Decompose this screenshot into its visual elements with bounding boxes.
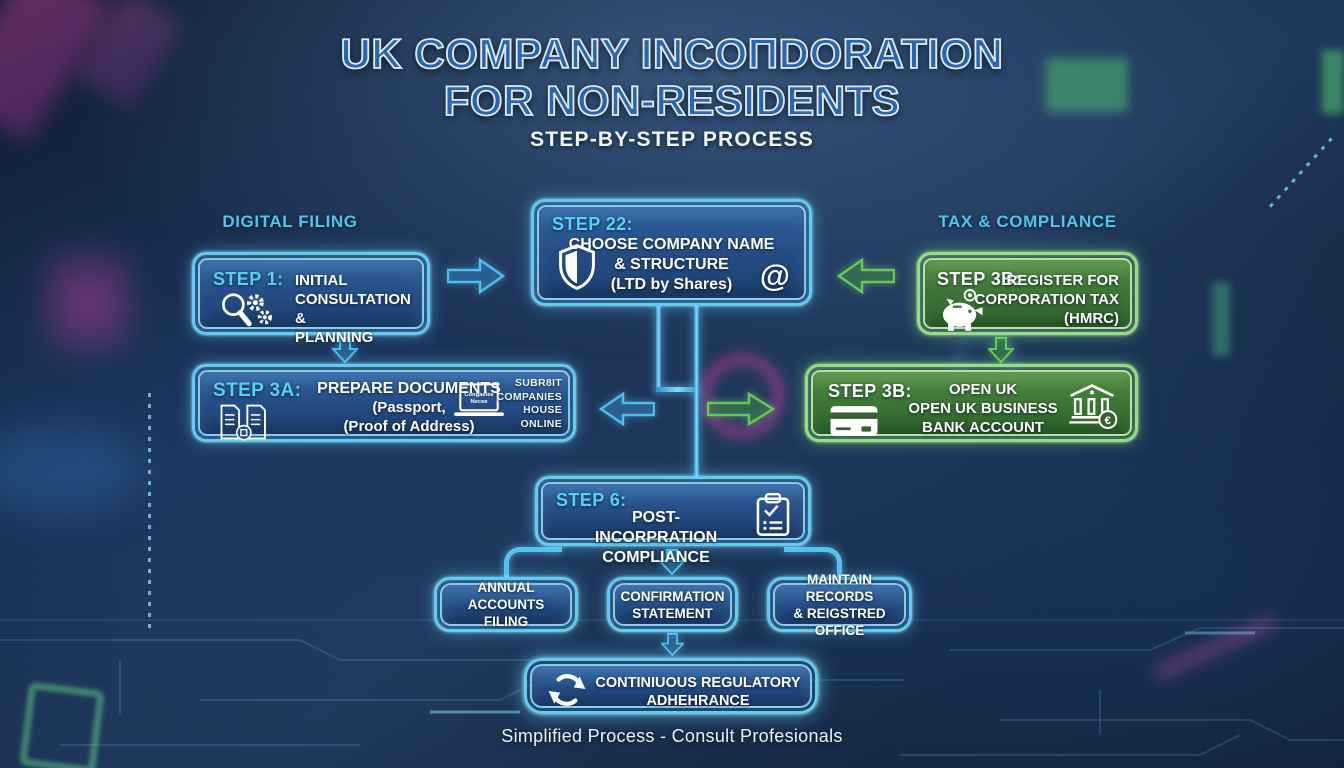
magnifier-gears-icon	[222, 293, 272, 327]
step1-box: STEP 1: INITIAL CONSULTATION & PLANNING	[192, 252, 430, 346]
step3b-tax-label: STEP 3B:	[937, 269, 1021, 289]
text-line: COMPLIANCE	[602, 549, 710, 566]
text-line: FILING	[483, 614, 529, 629]
text-line: CONTINIUOUS REGULATORY	[595, 675, 801, 691]
credit-card-icon	[830, 406, 878, 436]
text-line: ADHEHRANCE	[646, 693, 750, 709]
text-line: OPEN UK BUSINESS	[908, 400, 1058, 417]
arrow-down-green-icon	[988, 337, 1014, 363]
step3b-bank-text: OPEN UK OPEN UK BUSINESS BANK ACCOUNT	[897, 380, 1069, 437]
arrow-right-icon	[447, 257, 505, 295]
text-line: ONLINE	[520, 417, 562, 430]
piggy-bank-icon	[942, 288, 983, 331]
text-line: & STRUCTURE	[614, 256, 729, 273]
confirmation-statement-text: CONFIRMATION STATEMENT	[615, 585, 730, 624]
maintain-records-box: MAINTAIN RECORDS & REIGSTRED OFFICE	[767, 572, 912, 638]
text-line: STATEMENT	[632, 605, 713, 621]
connector-vertical	[656, 306, 661, 392]
documents-icon	[220, 404, 266, 441]
text-line: (HMRC)	[1064, 310, 1119, 327]
laptop-icon: Congaeiee Necee	[454, 383, 504, 416]
footer-note: Simplified Process - Consult Profesional…	[501, 726, 843, 746]
text-line: PREPARE DOCUMENTS	[317, 380, 501, 397]
decor-green-bar	[1212, 282, 1230, 356]
text-line: CONSULTATION &	[295, 291, 411, 327]
step1-label: STEP 1:	[213, 269, 284, 289]
arrow-down-icon	[659, 549, 685, 575]
step3b-bank-label: STEP 3B:	[828, 381, 912, 401]
text-line: OPEN UK	[948, 381, 1018, 398]
step2-label: STEP 22:	[552, 214, 633, 234]
text-line: INITIAL	[295, 272, 348, 289]
maintain-records-text: MAINTAIN RECORDS & REIGSTRED OFFICE	[775, 572, 904, 638]
step6-label: STEP 6:	[556, 490, 627, 510]
text-line: POST-INCORPRATION	[594, 509, 718, 546]
bank-building-icon: €	[1069, 384, 1118, 430]
laptop-screen-text: Congaeiee	[464, 392, 494, 398]
step3b-bank-box: STEP 3B: OPEN UK OPEN UK BUSINESS BANK A…	[805, 364, 1138, 442]
connector-elbow-right	[784, 547, 842, 577]
confirmation-statement-box: CONFIRMATION STATEMENT	[607, 577, 738, 632]
connector-vertical	[694, 306, 699, 478]
annual-accounts-text: ANNUAL ACCOUNTS FILING	[442, 580, 570, 629]
clipboard-check-icon	[756, 493, 790, 536]
arrow-left-green-icon	[837, 257, 895, 295]
euro-symbol: €	[1105, 415, 1112, 427]
text-line: CONFIRMATION	[620, 588, 725, 604]
label-tax-compliance: TAX & COMPLIANCE	[938, 212, 1117, 231]
step6-box: STEP 6: POST-INCORPRATION COMPLIANCE	[535, 476, 811, 566]
connector-jog	[656, 387, 699, 392]
text-line: HOUSE	[523, 404, 562, 416]
step2-box: STEP 22: CHOOSE COMPANY NAME & STRUCTURE…	[531, 199, 812, 306]
continuous-adherence-text: CONTINIUOUS REGULATORY ADHEHRANCE	[594, 674, 802, 710]
text-line: ANNUAL ACCOUNTS	[467, 580, 545, 612]
arrow-down-icon	[332, 337, 358, 363]
at-symbol: @	[759, 258, 790, 293]
laptop-screen-text: Necee	[470, 399, 488, 405]
step3a-label: STEP 3A:	[213, 380, 302, 401]
step3b-tax-text: REGISTER FOR CORPORATION TAX (HMRC)	[975, 271, 1119, 328]
step3b-tax-box: STEP 3B: REGISTER FOR CORPORATION TAX (H…	[917, 252, 1138, 335]
text-line: (LTD by Shares)	[610, 276, 733, 293]
continuous-adherence-box: CONTINIUOUS REGULATORY ADHEHRANCE	[524, 658, 818, 714]
page-subtitle: STEP-BY-STEP PROCESS	[530, 128, 814, 151]
decor-magenta-blob	[42, 246, 134, 358]
text-line: (Passport,	[372, 399, 446, 416]
text-line: COMPANIES	[496, 390, 562, 403]
text-line: MAINTAIN RECORDS	[805, 571, 874, 604]
arrow-down-icon	[661, 633, 684, 657]
text-line: CORPORATION TAX	[974, 291, 1119, 308]
text-line: SUBR8IT	[514, 377, 562, 389]
text-line: REGISTER FOR	[1006, 272, 1119, 289]
page-title-line2: FOR NON-RESIDENTS	[443, 76, 901, 125]
refresh-arrows-icon	[548, 674, 586, 706]
annual-accounts-box: ANNUAL ACCOUNTS FILING	[434, 577, 578, 632]
text-line: PLANNING	[295, 329, 374, 346]
decor-cyan-blob	[0, 425, 140, 515]
connector-elbow-left	[504, 547, 562, 577]
arrow-right-green-icon	[707, 391, 775, 427]
step6-text: POST-INCORPRATION COMPLIANCE	[571, 508, 741, 568]
text-line: (Proof of Address)	[343, 418, 475, 435]
page-title-line1: UK COMPANY INCOΠDORATION	[340, 29, 1004, 78]
step1-text: INITIAL CONSULTATION & PLANNING	[295, 271, 422, 347]
text-line: BANK ACCOUNT	[922, 419, 1044, 436]
step2-text: CHOOSE COMPANY NAME & STRUCTURE (LTD by …	[539, 235, 804, 295]
shield-icon	[559, 244, 595, 290]
arrow-left-icon	[599, 391, 655, 427]
text-line: CHOOSE COMPANY NAME	[568, 236, 775, 253]
submit-companies-house-label: SUBR8IT COMPANIES HOUSE ONLINE	[496, 377, 562, 431]
label-digital-filing: DIGITAL FILING	[222, 212, 358, 231]
step3a-text: PREPARE DOCUMENTS (Passport, (Proof of A…	[304, 379, 514, 436]
step3a-box: STEP 3A: PREPARE DOCUMENTS (Passport, (P…	[192, 364, 576, 442]
text-line: & REIGSTRED OFFICE	[793, 605, 886, 638]
